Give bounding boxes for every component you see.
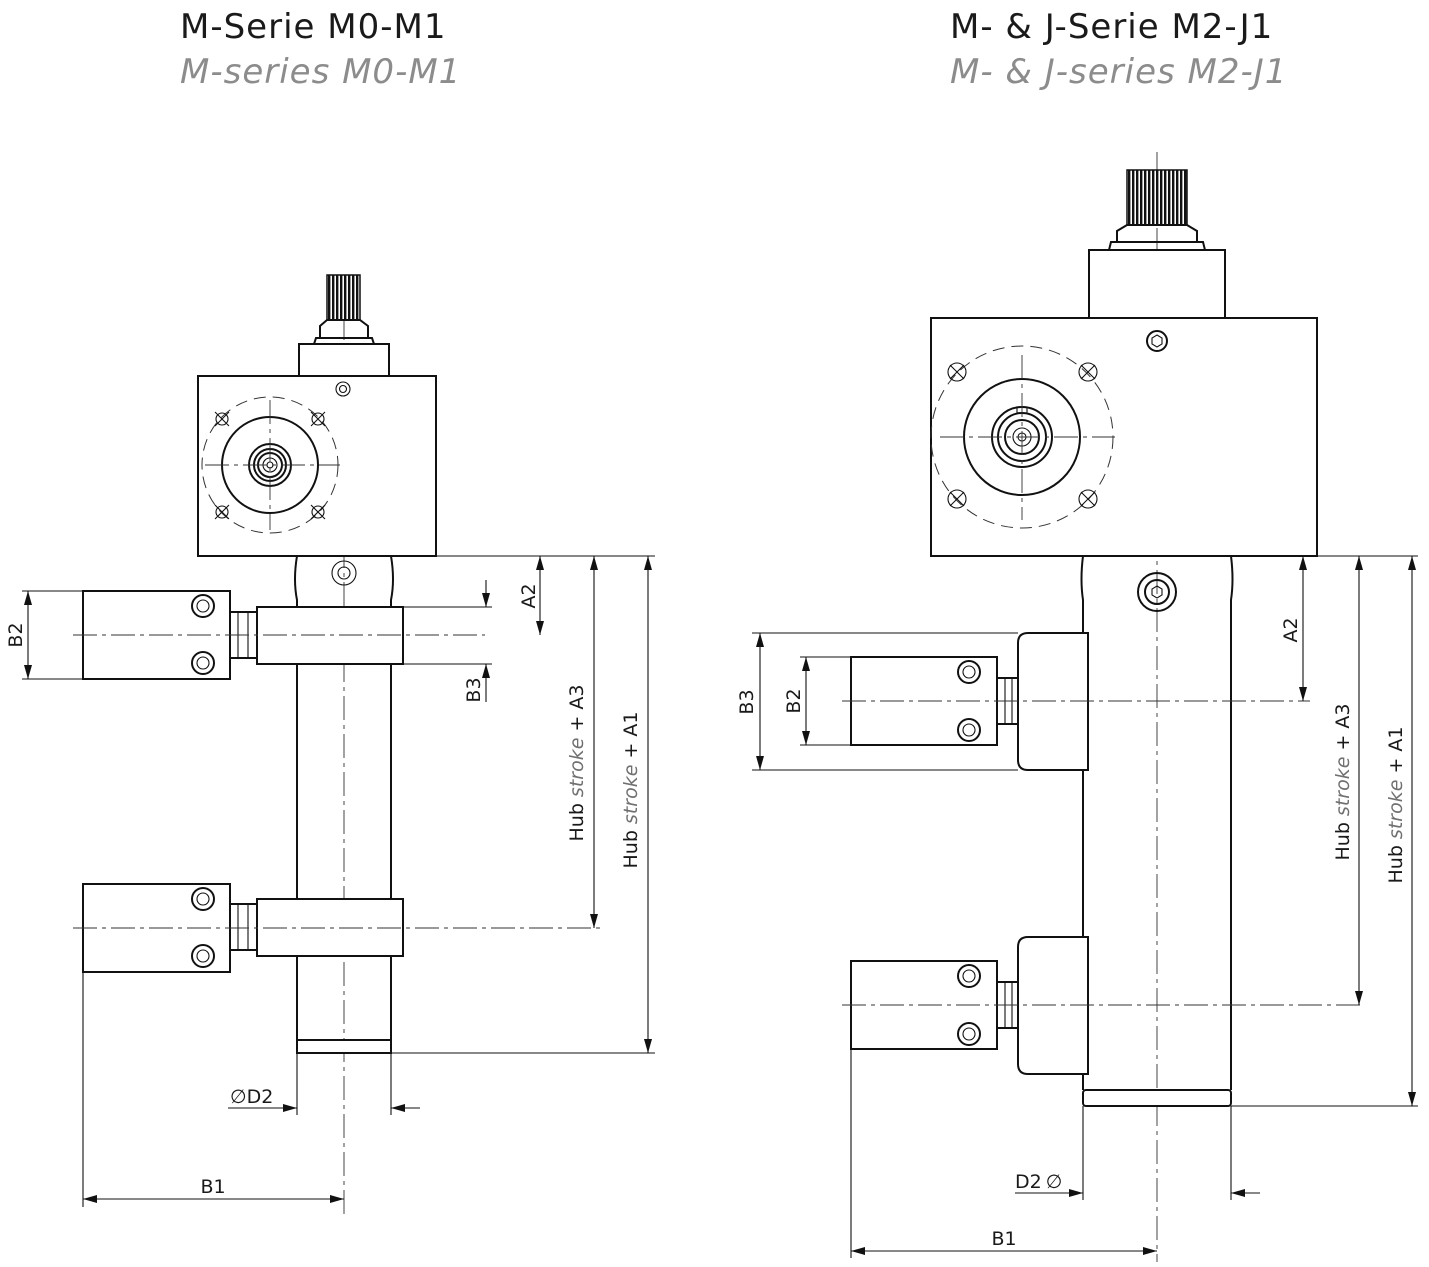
- right-dim-a1-hub: Hub: [1385, 845, 1407, 883]
- right-dim-b1: B1: [991, 1228, 1016, 1250]
- left-dim-a3-hub: Hub: [566, 803, 588, 841]
- right-dim-a3-hub: Hub: [1332, 822, 1354, 860]
- right-dim-a1-stroke: stroke: [1385, 780, 1407, 839]
- right-lower-clamp: [1017, 936, 1089, 1075]
- left-upper-clamp: [256, 606, 404, 665]
- left-dim-a1-hub: Hub: [620, 830, 642, 868]
- left-dim-b2: B2: [5, 622, 27, 647]
- right-dim-d2-label: D2: [1015, 1171, 1042, 1193]
- right-title-en: M- & J-series M2-J1: [950, 52, 1287, 92]
- left-dim-a3: Hub stroke + A3: [566, 684, 588, 841]
- right-dim-a3-stroke: stroke: [1332, 757, 1354, 816]
- right-upper-clamp: [1017, 632, 1089, 771]
- right-title-de: M- & J-Serie M2-J1: [950, 7, 1273, 47]
- left-dim-b1: B1: [200, 1176, 225, 1198]
- left-dim-b3: B3: [463, 677, 485, 702]
- left-dim-a1-label: + A1: [620, 711, 642, 758]
- right-dim-b3: B3: [736, 689, 758, 714]
- left-dim-a1-stroke: stroke: [620, 765, 642, 824]
- right-dim-b2: B2: [783, 688, 805, 713]
- right-dim-a2: A2: [1280, 617, 1302, 642]
- left-dim-a1: Hub stroke + A1: [620, 711, 642, 868]
- left-lower-clamp: [256, 898, 404, 957]
- left-dim-a2: A2: [518, 583, 540, 608]
- left-spindle-thread: [326, 274, 361, 321]
- left-title-en: M-series M0-M1: [180, 52, 461, 92]
- left-dim-a3-stroke: stroke: [566, 738, 588, 797]
- right-dim-a3: Hub stroke + A3: [1332, 703, 1354, 860]
- right-spindle-thread: [1126, 169, 1188, 226]
- right-dim-d2: D2∅: [1015, 1171, 1062, 1193]
- right-dim-a3-label: + A3: [1332, 703, 1354, 750]
- left-dim-d2-label: D2: [247, 1086, 274, 1108]
- left-title-de: M-Serie M0-M1: [180, 7, 446, 47]
- left-dim-a3-label: + A3: [566, 684, 588, 731]
- left-dim-d2-diameter: ∅: [230, 1086, 247, 1108]
- left-dim-d2: ∅D2: [230, 1086, 273, 1108]
- right-dim-a1: Hub stroke + A1: [1385, 726, 1407, 883]
- right-dim-a1-label: + A1: [1385, 726, 1407, 773]
- right-dim-d2-diameter: ∅: [1046, 1171, 1063, 1193]
- right-drawing: A2 B3 B2 Hub stroke + A3 Hub stroke + A1…: [736, 152, 1418, 1262]
- left-drawing: A2 B3 B2 Hub stroke + A3 Hub stroke + A1…: [5, 274, 655, 1215]
